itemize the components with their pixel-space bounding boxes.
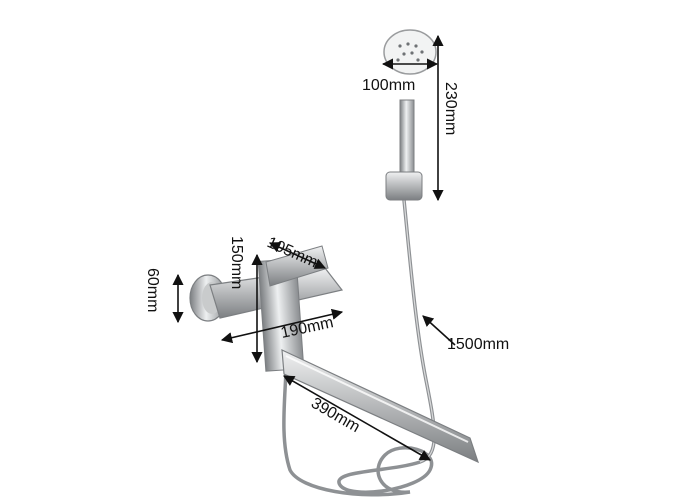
hose-label: 1500mm xyxy=(447,336,509,353)
shower-hose xyxy=(282,199,436,497)
shower-head xyxy=(383,29,437,75)
shower-handle xyxy=(399,99,415,183)
head-width-label: 100mm xyxy=(362,77,415,94)
handle-height-label: 230mm xyxy=(442,82,459,135)
shower-holder xyxy=(385,171,423,201)
body-height-label: 150mm xyxy=(228,236,245,289)
flange-label: 60mm xyxy=(144,268,161,312)
